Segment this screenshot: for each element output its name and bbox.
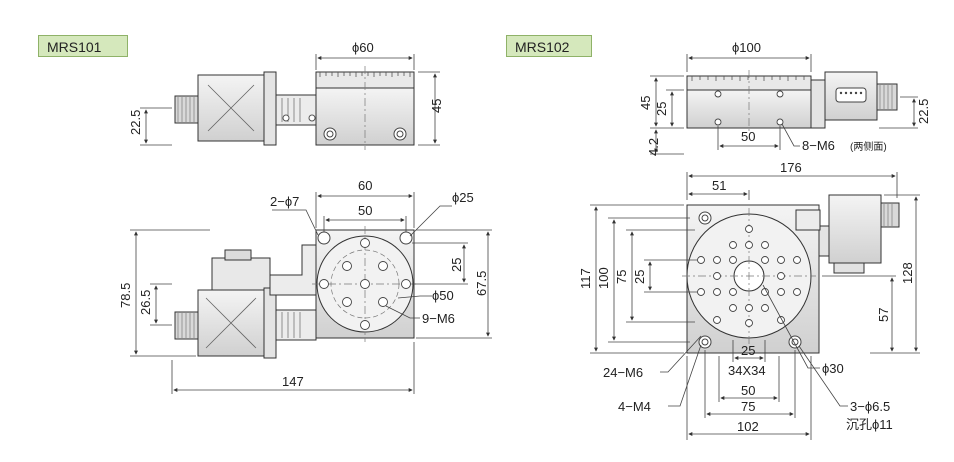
mrs102-dim-w50: 50 (741, 383, 755, 398)
mrs102-dim-51: 51 (712, 178, 726, 193)
mrs101-label-2-phi7: 2−ϕ7 (270, 194, 299, 209)
mrs101-dim-78-5: 78.5 (118, 283, 133, 308)
mrs102-label-4-m4: 4−M4 (618, 399, 651, 414)
mrs102-label-phi30: ϕ30 (822, 361, 844, 376)
mrs101-label-9-m6: 9−M6 (422, 311, 455, 326)
mrs101-dim-50: 50 (358, 203, 372, 218)
mrs102-knob-top (880, 202, 900, 228)
mrs101-dim-67-5: 67.5 (474, 271, 489, 296)
mrs102-label-34x34: 34X34 (728, 363, 766, 378)
mrs102-label-counterbore-phi11: 沉孔ϕ11 (846, 417, 893, 432)
mrs102-top-view: 176 51 117 100 75 25 128 57 24−M6 4−M4 ϕ… (578, 160, 920, 440)
mrs102-dim-pitch-50: 50 (741, 129, 755, 144)
mrs102-dim-176: 176 (780, 160, 802, 175)
mrs101-connector-box (211, 257, 271, 291)
model-label-mrs101: MRS101 (38, 35, 128, 57)
mrs102-dim-57: 57 (876, 308, 891, 322)
mrs102-dim-phi100: ϕ100 (732, 40, 761, 55)
mrs101-top-view: 60 50 2−ϕ7 ϕ25 25 67.5 ϕ50 9−M6 78.5 26.… (118, 178, 492, 394)
mrs102-label-24-m6: 24−M6 (603, 365, 643, 380)
mrs101-dim-22-5: 22.5 (128, 110, 143, 135)
mrs102-dim-75: 75 (614, 270, 629, 284)
mrs102-dim-117: 117 (578, 268, 593, 289)
mrs101-dim-26-5: 26.5 (138, 290, 153, 315)
mrs102-label-3-phi6-5: 3−ϕ6.5 (850, 399, 890, 414)
mrs101-front-view: ϕ60 45 22.5 (128, 40, 444, 150)
mrs101-dim-45: 45 (429, 99, 444, 113)
mrs102-dim-45: 45 (638, 96, 653, 110)
mrs101-dim-25: 25 (449, 258, 464, 272)
mrs102-motor-top (828, 194, 882, 264)
mrs102-label-8-m6: 8−M6 (802, 138, 835, 153)
mrs101-label-phi25: ϕ25 (452, 190, 474, 205)
mrs101-knob (174, 95, 199, 124)
mrs102-dim-w102: 102 (737, 419, 759, 434)
mrs101-dim-147: 147 (282, 374, 304, 389)
mrs101-dim-phi60: ϕ60 (352, 40, 374, 55)
model-label-mrs102: MRS102 (506, 35, 592, 57)
mrs102-dim-25: 25 (632, 270, 647, 284)
mrs102-dim-25: 25 (654, 102, 669, 116)
mrs101-dim-60: 60 (358, 178, 372, 193)
mrs102-dim-100: 100 (596, 267, 611, 289)
mrs102-dim-4-2: 4.2 (646, 138, 661, 156)
mrs101-knob-top (174, 311, 199, 340)
mrs102-dim-center-25: 25 (741, 343, 755, 358)
mrs102-front-view: ϕ100 45 25 4.2 50 8−M6 (两侧面) 22.5 (638, 40, 931, 156)
mrs102-label-both-sides: (两侧面) (850, 140, 887, 153)
mrs102-dim-128: 128 (900, 262, 915, 284)
mrs102-dim-22-5: 22.5 (916, 99, 931, 124)
mrs102-dim-w75: 75 (741, 399, 755, 414)
mrs101-label-phi50: ϕ50 (432, 288, 454, 303)
